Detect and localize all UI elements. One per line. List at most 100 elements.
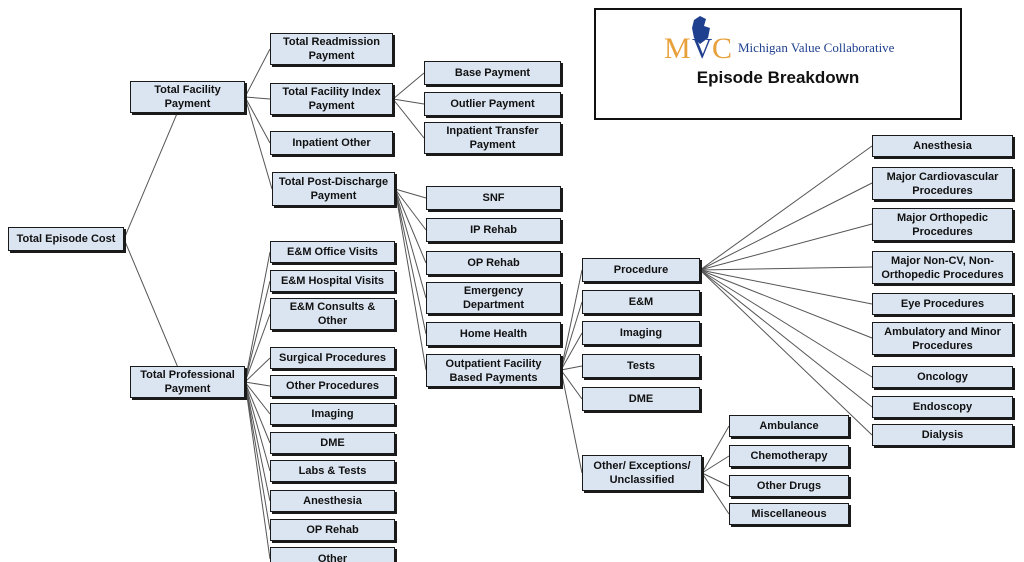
connector-line	[244, 381, 271, 444]
connector-line	[699, 269, 873, 305]
node-inpatient-other: Inpatient Other	[270, 131, 393, 155]
node-surgical-procedures: Surgical Procedures	[270, 347, 395, 369]
node-em-consults-other: E&M Consults & Other	[270, 298, 395, 330]
connector-line	[123, 96, 185, 240]
connector-line	[244, 48, 271, 98]
connector-line	[560, 269, 583, 371]
node-total-professional-payment: Total Professional Payment	[130, 366, 245, 398]
mvc-logo-icon: M V C	[664, 16, 732, 62]
node-dialysis: Dialysis	[872, 424, 1013, 446]
node-oncology: Oncology	[872, 366, 1013, 388]
connector-line	[699, 269, 873, 378]
node-dme-outpatient: DME	[582, 387, 700, 411]
connector-line	[244, 381, 271, 560]
node-chemotherapy: Chemotherapy	[729, 445, 849, 467]
node-eye-procedures: Eye Procedures	[872, 293, 1013, 315]
node-op-rehab-professional: OP Rehab	[270, 519, 395, 541]
connector-line	[244, 251, 271, 383]
node-outpatient-facility-based-payments: Outpatient Facility Based Payments	[426, 354, 561, 387]
node-tests: Tests	[582, 354, 700, 378]
connector-line	[699, 269, 873, 339]
connector-line	[560, 369, 583, 474]
node-total-facility-index-payment: Total Facility Index Payment	[270, 83, 393, 115]
connector-line	[394, 188, 427, 299]
node-total-episode-cost: Total Episode Cost	[8, 227, 124, 251]
node-major-non-cv-non-orthopedic-procedures: Major Non-CV, Non- Orthopedic Procedures	[872, 251, 1013, 284]
node-other-exceptions-unclassified: Other/ Exceptions/ Unclassified	[582, 455, 702, 491]
node-dme-professional: DME	[270, 432, 395, 454]
node-em-hospital-visits: E&M Hospital Visits	[270, 270, 395, 292]
connector-line	[560, 365, 583, 371]
node-major-cardiovascular-procedures: Major Cardiovascular Procedures	[872, 167, 1013, 200]
connector-line	[701, 472, 730, 515]
connector-line	[392, 72, 425, 100]
connector-line	[699, 266, 873, 271]
node-op-rehab-post-discharge: OP Rehab	[426, 251, 561, 275]
connector-line	[394, 188, 427, 335]
connector-line	[244, 96, 273, 190]
connector-line	[244, 313, 271, 383]
node-home-health: Home Health	[426, 322, 561, 346]
node-snf: SNF	[426, 186, 561, 210]
connector-line	[701, 455, 730, 474]
node-ambulance: Ambulance	[729, 415, 849, 437]
connector-line	[244, 96, 271, 100]
connector-line	[244, 381, 271, 531]
node-miscellaneous: Miscellaneous	[729, 503, 849, 525]
connector-line	[699, 182, 873, 271]
connector-line	[123, 238, 185, 383]
org-name: Michigan Value Collaborative	[738, 40, 895, 55]
connector-line	[701, 472, 730, 487]
connector-line	[394, 188, 427, 199]
node-anesthesia: Anesthesia	[872, 135, 1013, 157]
connector-line	[699, 145, 873, 271]
connector-line	[392, 98, 425, 105]
node-procedure: Procedure	[582, 258, 700, 282]
node-imaging-outpatient: Imaging	[582, 321, 700, 345]
title-box: M V C Michigan Value Collaborative Episo…	[594, 8, 962, 120]
node-base-payment: Base Payment	[424, 61, 561, 85]
page-title: Episode Breakdown	[696, 68, 860, 87]
node-endoscopy: Endoscopy	[872, 396, 1013, 418]
connector-line	[701, 425, 730, 474]
connector-line	[244, 357, 271, 383]
node-total-post-discharge-payment: Total Post-Discharge Payment	[272, 172, 395, 206]
node-em-office-visits: E&M Office Visits	[270, 241, 395, 263]
connector-line	[699, 223, 873, 271]
svg-text:C: C	[712, 32, 732, 62]
connector-line	[394, 188, 427, 231]
connector-line	[244, 381, 271, 502]
node-ip-rehab: IP Rehab	[426, 218, 561, 242]
connector-line	[560, 369, 583, 400]
node-other-procedures: Other Procedures	[270, 375, 395, 397]
svg-text:V: V	[692, 34, 712, 62]
node-emergency-department: Emergency Department	[426, 282, 561, 314]
connector-line	[560, 332, 583, 371]
connector-line	[392, 98, 425, 139]
node-ambulatory-minor-procedures: Ambulatory and Minor Procedures	[872, 322, 1013, 355]
svg-text:M: M	[664, 32, 691, 62]
connector-line	[244, 96, 271, 144]
node-other-drugs: Other Drugs	[729, 475, 849, 497]
node-outlier-payment: Outlier Payment	[424, 92, 561, 116]
node-other-professional: Other	[270, 547, 395, 562]
connector-line	[394, 188, 427, 264]
node-inpatient-transfer-payment: Inpatient Transfer Payment	[424, 122, 561, 154]
connector-line	[244, 381, 271, 415]
node-total-facility-payment: Total Facility Payment	[130, 81, 245, 113]
node-labs-tests: Labs & Tests	[270, 460, 395, 482]
node-imaging-professional: Imaging	[270, 403, 395, 425]
connector-line	[244, 280, 271, 383]
connector-line	[699, 269, 873, 408]
connector-line	[244, 381, 271, 387]
node-anesthesia-professional: Anesthesia	[270, 490, 395, 512]
connector-line	[560, 301, 583, 371]
connector-line	[394, 188, 427, 371]
connector-line	[244, 381, 271, 472]
node-em: E&M	[582, 290, 700, 314]
node-total-readmission-payment: Total Readmission Payment	[270, 33, 393, 65]
connector-line	[699, 269, 873, 436]
node-major-orthopedic-procedures: Major Orthopedic Procedures	[872, 208, 1013, 241]
